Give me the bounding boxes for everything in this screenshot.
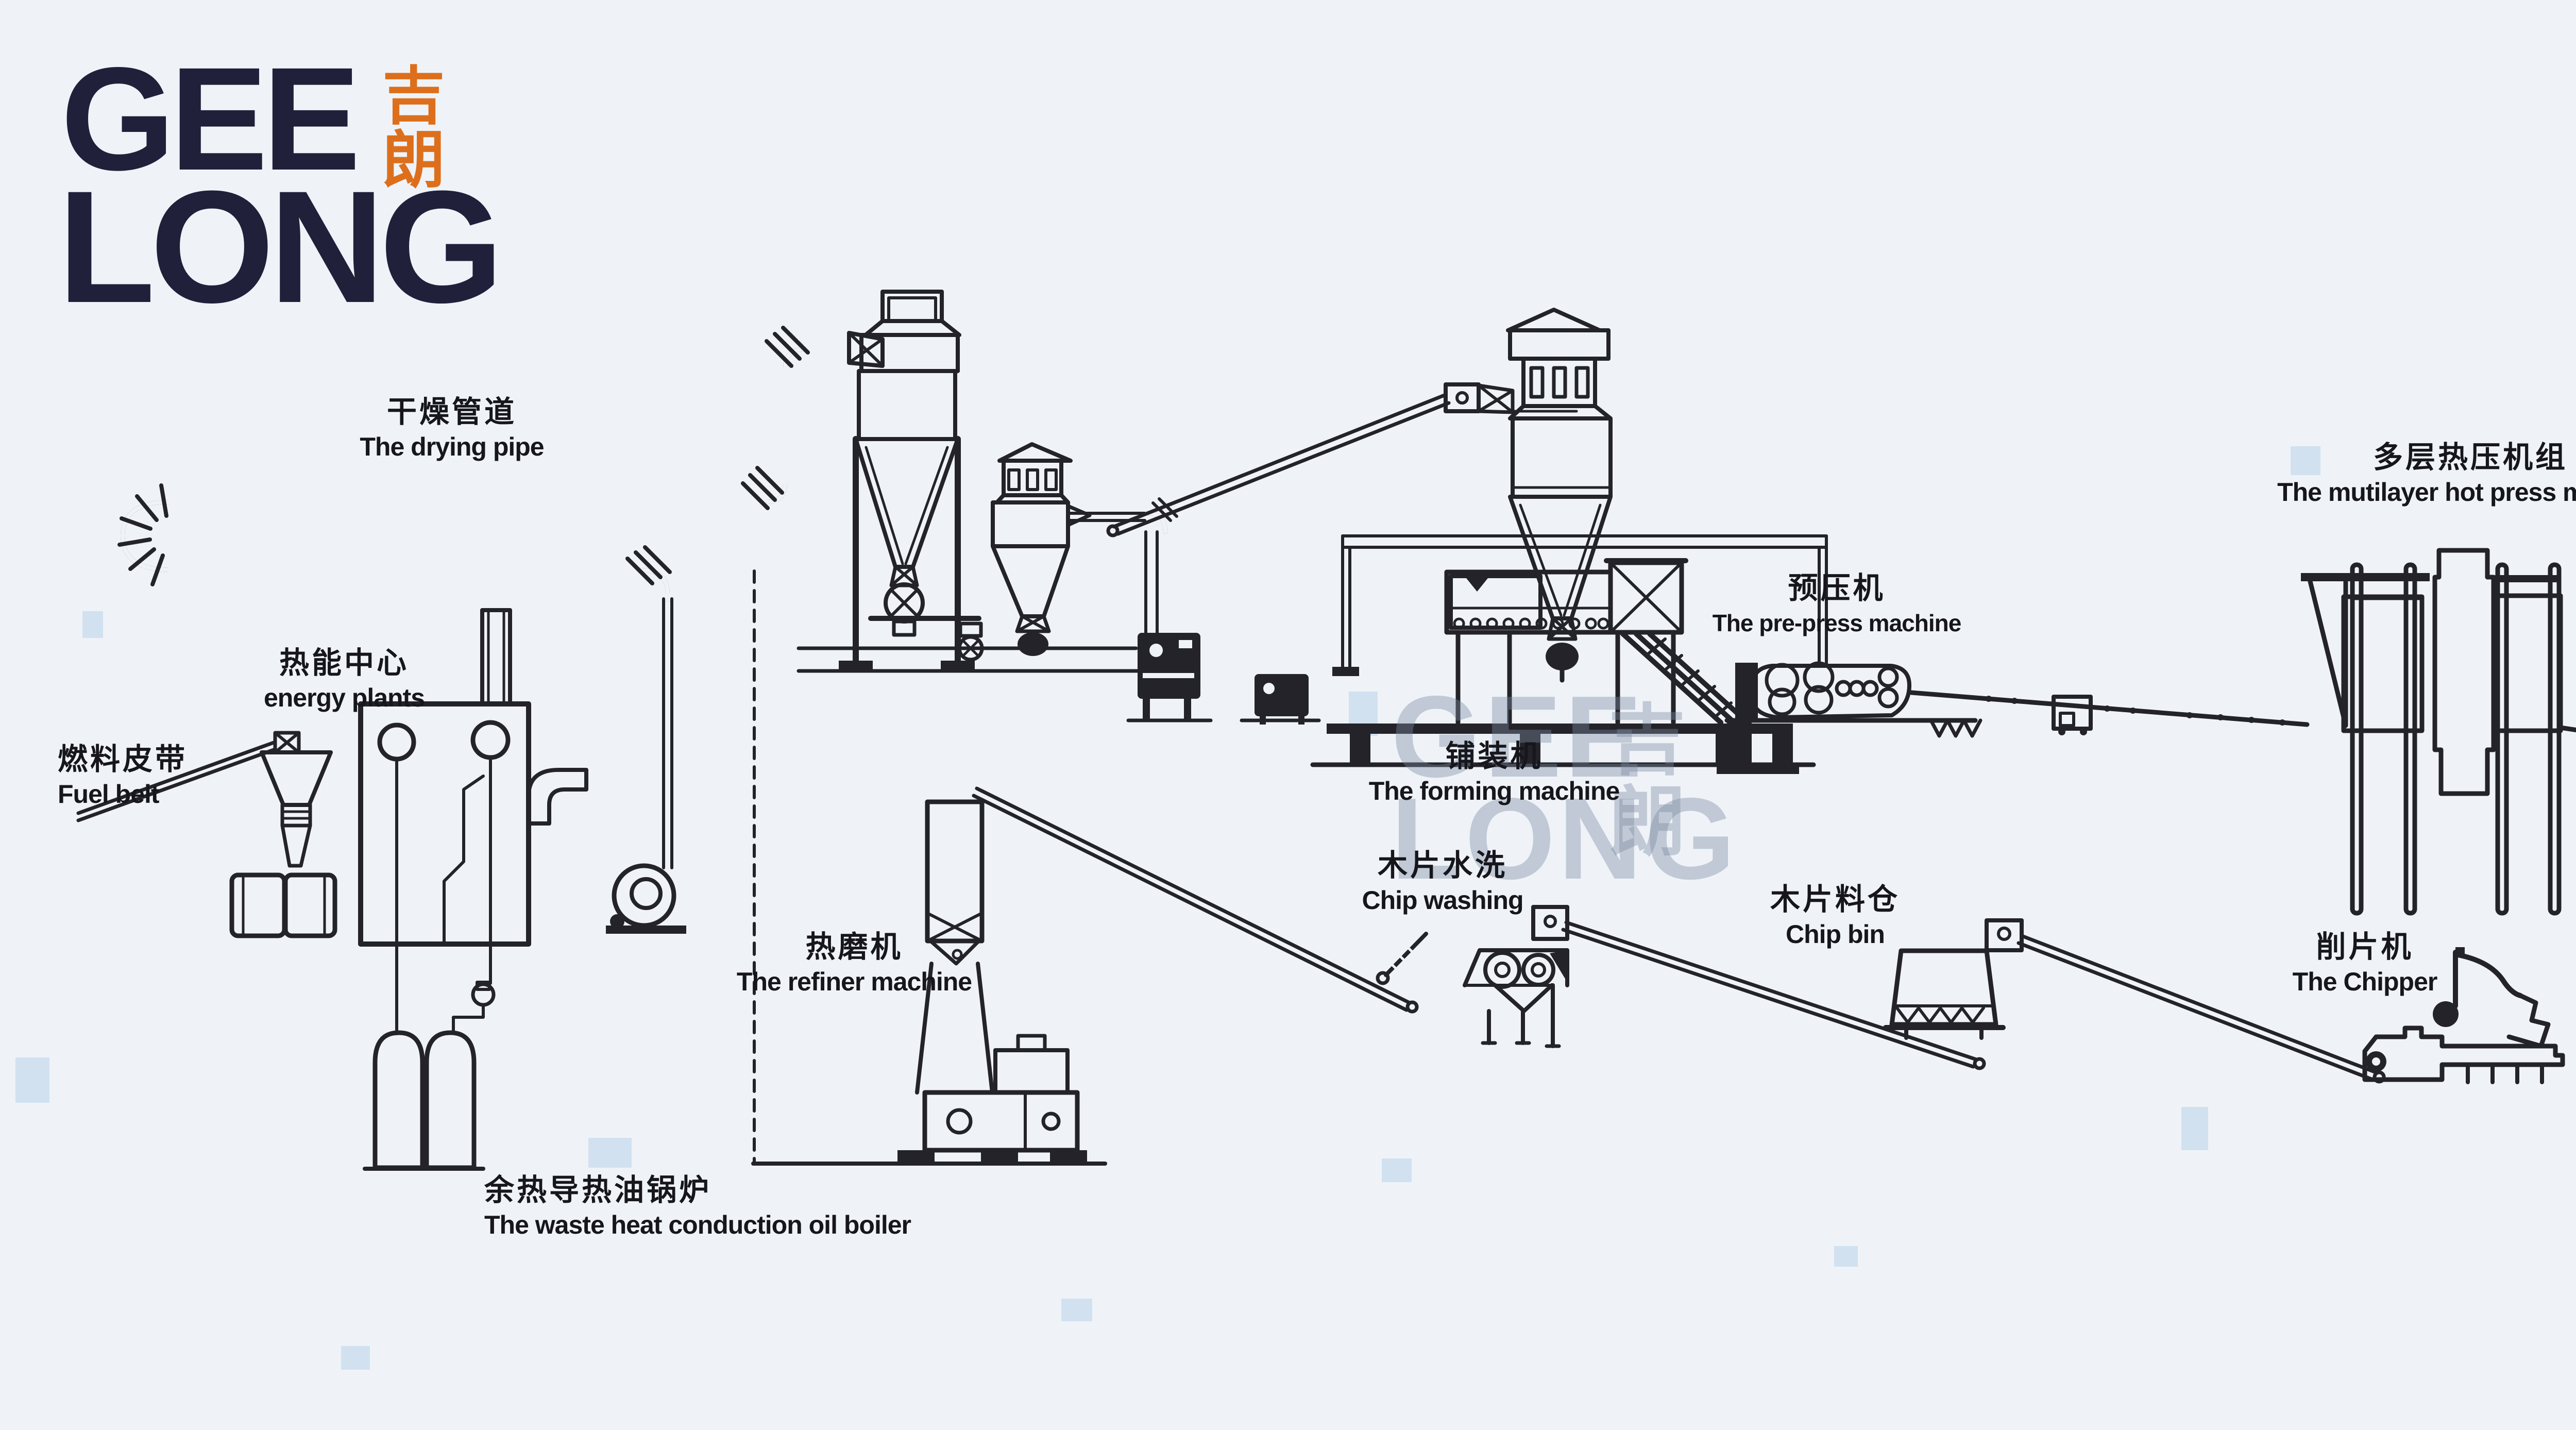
- logo-cn-top: 吉: [382, 61, 445, 131]
- oil-tanks-drawing: [363, 981, 496, 1171]
- hot-press-drawing: [2301, 548, 2576, 916]
- fan-drawing: [606, 597, 686, 934]
- chipper-drawing: [2362, 947, 2565, 1084]
- chip-conveyor-to-bin-drawing: [2016, 934, 2386, 1084]
- logo-text-long: LONG: [58, 157, 503, 336]
- label-energy-plants: 热能中心 energy plants: [263, 646, 425, 712]
- label-chip-washing: 木片水洗 Chip washing: [1362, 849, 1524, 915]
- dust-cyclone-drawing: [991, 442, 1092, 656]
- washed-chip-conveyor-drawing: [972, 786, 1419, 1014]
- refiner-drawing: [751, 569, 1107, 1166]
- label-fuel-belt: 燃料皮带 Fuel belt: [58, 743, 188, 809]
- ground-lines: [796, 646, 1195, 673]
- label-chipper: 削片机 The Chipper: [2292, 930, 2438, 996]
- dryer-cyclone-drawing: [839, 290, 984, 671]
- label-pre-press: 预压机 The pre-press machine: [1712, 571, 1962, 636]
- fuel-system-drawing: [76, 731, 337, 938]
- chip-conveyor-to-washer-drawing: [1561, 920, 1986, 1070]
- pre-press-drawing: [1717, 661, 1982, 774]
- forming-machine-drawing: [1310, 558, 1816, 767]
- overhead-line-drawing: [1332, 534, 1828, 676]
- mat-conveyor-drawing: [1909, 690, 2310, 735]
- logo-cn-bottom: 朗: [382, 125, 445, 195]
- label-refiner: 热磨机 The refiner machine: [736, 930, 972, 996]
- pipe-bend-hatch: [117, 326, 810, 586]
- drying-pipe-drawing: [117, 326, 885, 602]
- forming-feed-conveyor-drawing: [1106, 393, 1451, 537]
- label-hot-press: 多层热压机组 The mutilayer hot press machine: [2277, 441, 2576, 507]
- label-chip-bin: 木片料仓 Chip bin: [1770, 883, 1900, 949]
- scan-artifact-patches: [15, 446, 2320, 1370]
- label-drying-pipe: 干燥管道 The drying pipe: [360, 395, 544, 461]
- fiber-discharger-drawing: [1126, 633, 1213, 722]
- chip-washer-drawing: [1376, 905, 1569, 1048]
- boiler-drawing: [358, 608, 588, 1035]
- small-pump-drawing: [1240, 674, 1321, 725]
- label-forming-machine: 铺装机 The forming machine: [1368, 739, 1620, 805]
- logo-text-gee: GEE: [61, 37, 361, 201]
- label-oil-boiler: 余热导热油锅炉 The waste heat conduction oil bo…: [484, 1173, 911, 1239]
